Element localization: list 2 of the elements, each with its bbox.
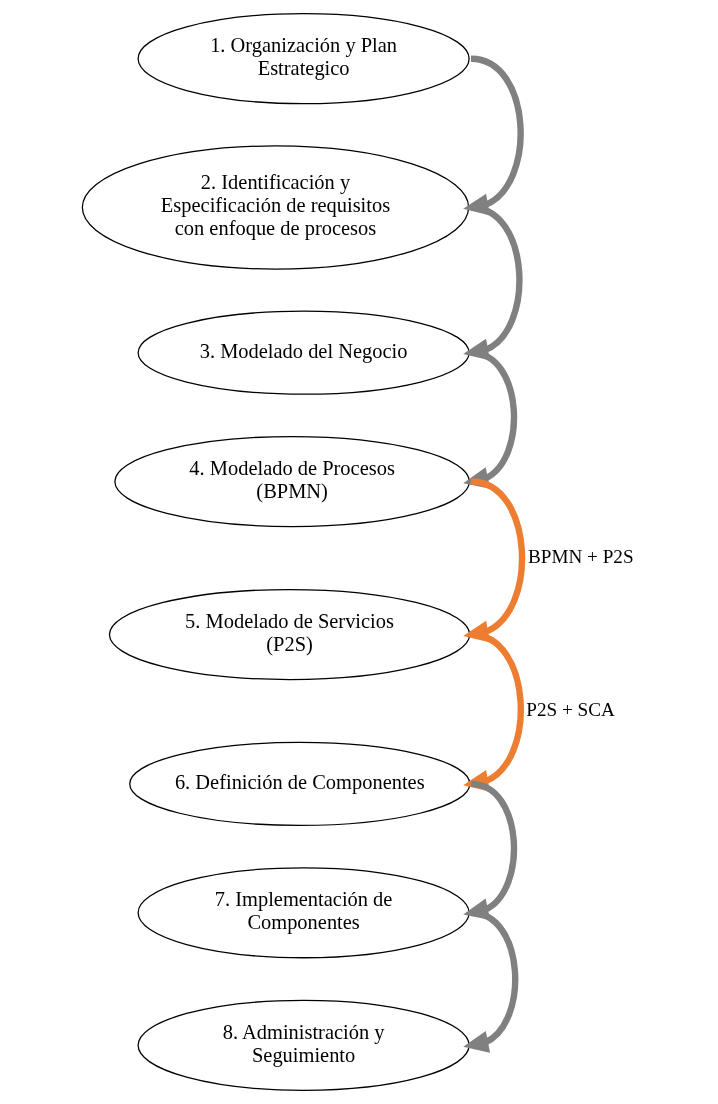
- edge-label: P2S + SCA: [526, 698, 615, 720]
- edge-label: BPMN + P2S: [527, 545, 634, 567]
